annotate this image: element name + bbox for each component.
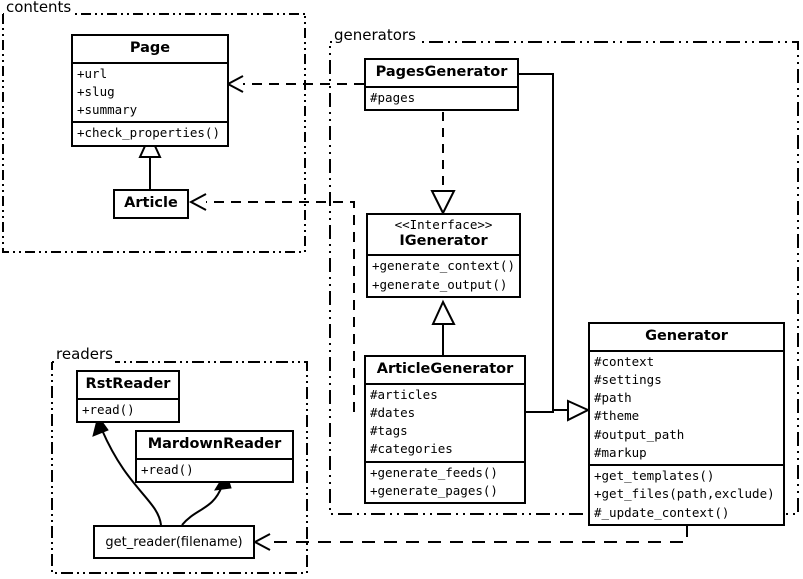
attribute: +slug (77, 83, 115, 99)
package-label-readers: readers (54, 345, 115, 363)
class-name-mardownreader: MardownReader (147, 436, 282, 452)
class-name-articlegenerator: ArticleGenerator (376, 361, 514, 377)
function-box-get-reader[interactable]: get_reader(filename) (93, 525, 255, 559)
class-box-article[interactable]: Article (113, 189, 189, 219)
attribute: #context (594, 353, 655, 369)
class-methods-igenerator: +generate_context() +generate_output() (368, 254, 519, 296)
method: +get_templates() (594, 468, 715, 484)
method: +read() (141, 461, 194, 477)
class-name-generator: Generator (645, 328, 728, 344)
method: +generate_feeds() (370, 464, 498, 480)
method: +generate_context() (372, 258, 515, 274)
class-methods-rstreader: +read() (78, 397, 178, 421)
method: +generate_pages() (370, 482, 498, 498)
package-label-generators: generators (332, 26, 418, 44)
class-attributes-page: +url +slug +summary (73, 61, 227, 122)
class-box-igenerator[interactable]: <<Interface>> IGenerator +generate_conte… (366, 213, 521, 298)
class-attributes-pagesgenerator: #pages (366, 85, 517, 109)
class-attributes-generator: #context #settings #path #theme #output_… (590, 349, 783, 465)
relation-pagesgenerator-extends-generator (519, 73, 569, 411)
attribute: #articles (370, 386, 438, 402)
class-name-rstreader: RstReader (85, 376, 171, 392)
class-methods-page: +check_properties() (73, 121, 227, 144)
class-name-article: Article (124, 195, 178, 211)
class-box-articlegenerator[interactable]: ArticleGenerator #articles #dates #tags … (364, 355, 526, 505)
class-stereotype-igenerator: <<Interface>> (394, 217, 493, 232)
method: +read() (82, 401, 135, 417)
attribute: +summary (77, 102, 138, 118)
attribute: #categories (370, 441, 453, 457)
method: +check_properties() (77, 125, 220, 141)
class-box-page[interactable]: Page +url +slug +summary +check_properti… (71, 34, 229, 147)
attribute: #pages (370, 89, 416, 105)
attribute: #path (594, 390, 632, 406)
class-methods-mardownreader: +read() (137, 457, 292, 481)
attribute: #theme (594, 408, 640, 424)
function-label-get-reader: get_reader(filename) (105, 534, 243, 550)
class-name-pagesgenerator: PagesGenerator (375, 64, 508, 80)
package-label-contents: contents (4, 0, 74, 16)
class-attributes-articlegenerator: #articles #dates #tags #categories (366, 382, 524, 461)
class-methods-generator: +get_templates() +get_files(path,exclude… (590, 464, 783, 524)
attribute: #settings (594, 371, 662, 387)
class-name-page: Page (129, 40, 171, 56)
relation-articlegenerator-uses-article (188, 193, 355, 412)
attribute: #tags (370, 423, 408, 439)
relation-articlegenerator-extends-generator (526, 399, 591, 422)
class-box-generator[interactable]: Generator #context #settings #path #them… (588, 322, 785, 526)
class-name-igenerator: IGenerator (399, 232, 488, 249)
method: #_update_context() (594, 504, 730, 520)
class-box-rstreader[interactable]: RstReader +read() (76, 370, 180, 423)
relation-articlegenerator-realizes-igenerator (431, 299, 456, 355)
relation-pagesgenerator-uses-page (225, 75, 364, 93)
attribute: #dates (370, 404, 416, 420)
relation-pagesgenerator-realizes-igenerator (430, 112, 456, 216)
class-box-mardownreader[interactable]: MardownReader +read() (135, 430, 294, 483)
class-methods-articlegenerator: +generate_feeds() +generate_pages() (366, 460, 524, 503)
attribute: #output_path (594, 426, 685, 442)
method: +get_files(path,exclude) (594, 486, 775, 502)
attribute: +url (77, 65, 108, 81)
method: +generate_output() (372, 276, 508, 292)
attribute: #markup (594, 444, 647, 460)
class-box-pagesgenerator[interactable]: PagesGenerator #pages (364, 58, 519, 111)
